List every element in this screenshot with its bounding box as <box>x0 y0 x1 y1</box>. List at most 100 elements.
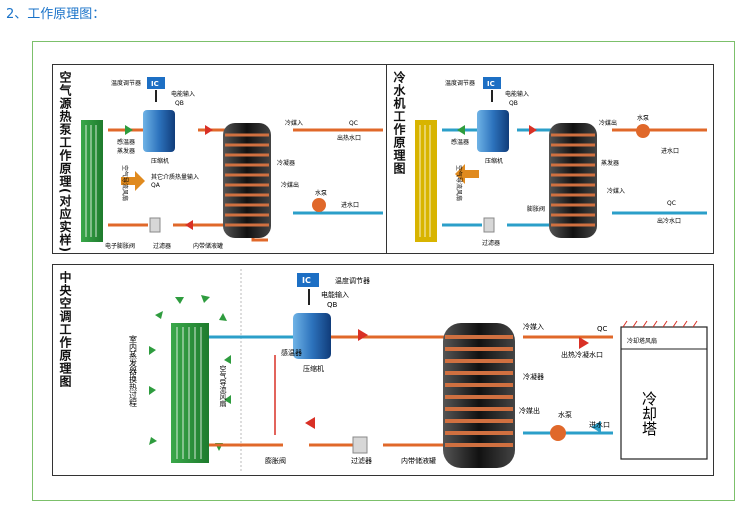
panel-chiller-title: 冷水机工作原理图 <box>392 71 406 175</box>
diagram-shape <box>201 295 210 303</box>
diagram-label: 温度调节器 <box>335 276 370 285</box>
filter <box>149 217 161 233</box>
diagram-label: 压缩机 <box>485 157 503 165</box>
diagram-label: QC <box>597 325 608 333</box>
diagram-label: 内带储液罐 <box>401 456 436 465</box>
diagram-shape <box>551 133 595 227</box>
diagram-label: 水泵 <box>637 114 649 122</box>
diagram-label: 过滤器 <box>482 239 500 247</box>
diagram-label: 感温器 <box>117 138 135 146</box>
diagram-label: QA <box>151 182 161 189</box>
water-pump <box>550 425 566 441</box>
diagram-frame <box>32 41 735 501</box>
diagram-label: 进水口 <box>589 420 610 429</box>
diagram-shape <box>149 437 157 445</box>
diagram-label: 冷媒出 <box>599 119 617 127</box>
diagram-shape <box>149 386 156 395</box>
ic-box <box>483 77 501 89</box>
diagram-shape <box>155 311 163 319</box>
storage-tank <box>549 123 597 238</box>
evaporator-coil <box>415 120 437 242</box>
diagram-shape <box>622 320 698 328</box>
diagram-shape <box>175 297 184 304</box>
ic-box <box>297 273 319 287</box>
diagram-label: 出热冷凝水口 <box>561 350 603 359</box>
diagram-label: 冷媒入 <box>285 119 303 127</box>
diagram-label: 蒸发器 <box>117 147 135 155</box>
diagram-label: 膨胀阀 <box>527 205 545 213</box>
diagram-label: 温度调节器 <box>111 79 141 87</box>
diagram-label: 冷却塔 <box>640 391 658 436</box>
diagram-label: QC <box>667 200 676 207</box>
ic-label: IC <box>151 80 159 88</box>
diagram-label: 冷媒入 <box>523 322 544 331</box>
diagram-label: QB <box>327 301 338 309</box>
filter <box>352 436 368 454</box>
diagram-label: 内带储液罐 <box>193 242 223 250</box>
diagram-label: QC <box>349 120 358 127</box>
ic-box <box>147 77 165 89</box>
flow-arrow <box>455 164 479 184</box>
panel-central-ac-title: 中央空调工作原理图 <box>58 271 72 388</box>
diagram-shape <box>419 125 431 237</box>
cooling-tower <box>620 326 708 460</box>
flow-arrow <box>125 125 133 135</box>
central-ac-diagram: IC 温度调节器 电能输入 QB 压缩机 冷媒入 QC 冷却塔风扇 出热冷凝水口… <box>129 269 708 473</box>
panel-central-ac: 中央空调工作原理图 IC <box>52 264 714 476</box>
diagram-label: QB <box>509 100 518 107</box>
flow-arrow <box>457 125 465 135</box>
diagram-label: 膨胀阀 <box>265 456 286 465</box>
diagram-shape <box>176 327 202 459</box>
storage-tank <box>223 123 271 238</box>
diagram-label: 进水口 <box>661 147 679 155</box>
diagram-label: 冷凝器 <box>277 159 295 167</box>
diagram-label: 进水口 <box>341 201 359 209</box>
diagram-label: IC <box>487 80 495 88</box>
diagram-label: 过滤器 <box>153 242 171 250</box>
compressor <box>293 313 331 359</box>
diagram-label: 压缩机 <box>303 364 324 373</box>
diagram-label: 冷凝器 <box>523 372 544 381</box>
diagram-label: 水泵 <box>558 410 572 419</box>
compressor <box>143 110 175 152</box>
flow-arrow <box>205 125 213 135</box>
diagram-label: 冷媒出 <box>281 181 299 189</box>
diagram-shape <box>85 125 97 237</box>
flow-arrow <box>121 171 145 191</box>
diagram-label: 冷媒出 <box>519 406 540 415</box>
water-pump <box>636 124 650 138</box>
flow-arrow <box>591 421 601 433</box>
diagram-label: 电能输入 <box>505 90 529 98</box>
diagram-label: 温度调节器 <box>445 79 475 87</box>
diagram-shape <box>445 335 513 447</box>
diagram-label: 空气导流风扇 <box>455 165 463 201</box>
diagram-label: 出冷水口 <box>657 217 681 225</box>
diagram-shape <box>149 346 156 355</box>
flow-arrow <box>529 125 537 135</box>
diagram-label: 过滤器 <box>351 456 372 465</box>
water-pump <box>312 198 326 212</box>
panel-chiller: 冷水机工作原理图 IC 温度调节器 电能输入 QB 冷媒出 水泵 进水口 感温器… <box>386 64 714 254</box>
diagram-label: 电能输入 <box>171 90 195 98</box>
section-heading: 2、工作原理图： <box>6 7 106 22</box>
diagram-label: 冷媒入 <box>607 187 625 195</box>
diagram-label: IC <box>302 276 311 285</box>
chiller-diagram: IC 温度调节器 电能输入 QB 冷媒出 水泵 进水口 感温器 压缩机 蒸发器 … <box>415 77 707 247</box>
diagram-shape <box>224 395 231 404</box>
flow-arrow <box>579 337 589 349</box>
diagram-label: 其它介质热量输入 <box>151 173 199 181</box>
air-source-diagram: IC 温度调节器 电能输入 QB 压缩机 冷媒入 QC 出热水口 感温器 蒸发器… <box>81 77 383 250</box>
diagram-label: 空气导流风扇 <box>121 165 129 201</box>
compressor <box>477 110 509 152</box>
diagram-label: 室内蒸发器换热过程 <box>129 334 138 408</box>
diagram-label: 电能输入 <box>321 290 349 299</box>
flow-arrow <box>358 329 368 341</box>
diagram-label: 压缩机 <box>151 157 169 165</box>
diagram-label: 感温器 <box>281 348 302 357</box>
diagram-label: 水泵 <box>315 189 327 197</box>
diagram-label: QB <box>175 100 184 107</box>
diagram-label: 出热水口 <box>337 134 361 142</box>
diagram-label: 感温器 <box>451 138 469 146</box>
flow-arrow <box>305 417 315 429</box>
panel-air-source-title: 空气源热泵工作原理(对应实样) <box>58 71 72 253</box>
